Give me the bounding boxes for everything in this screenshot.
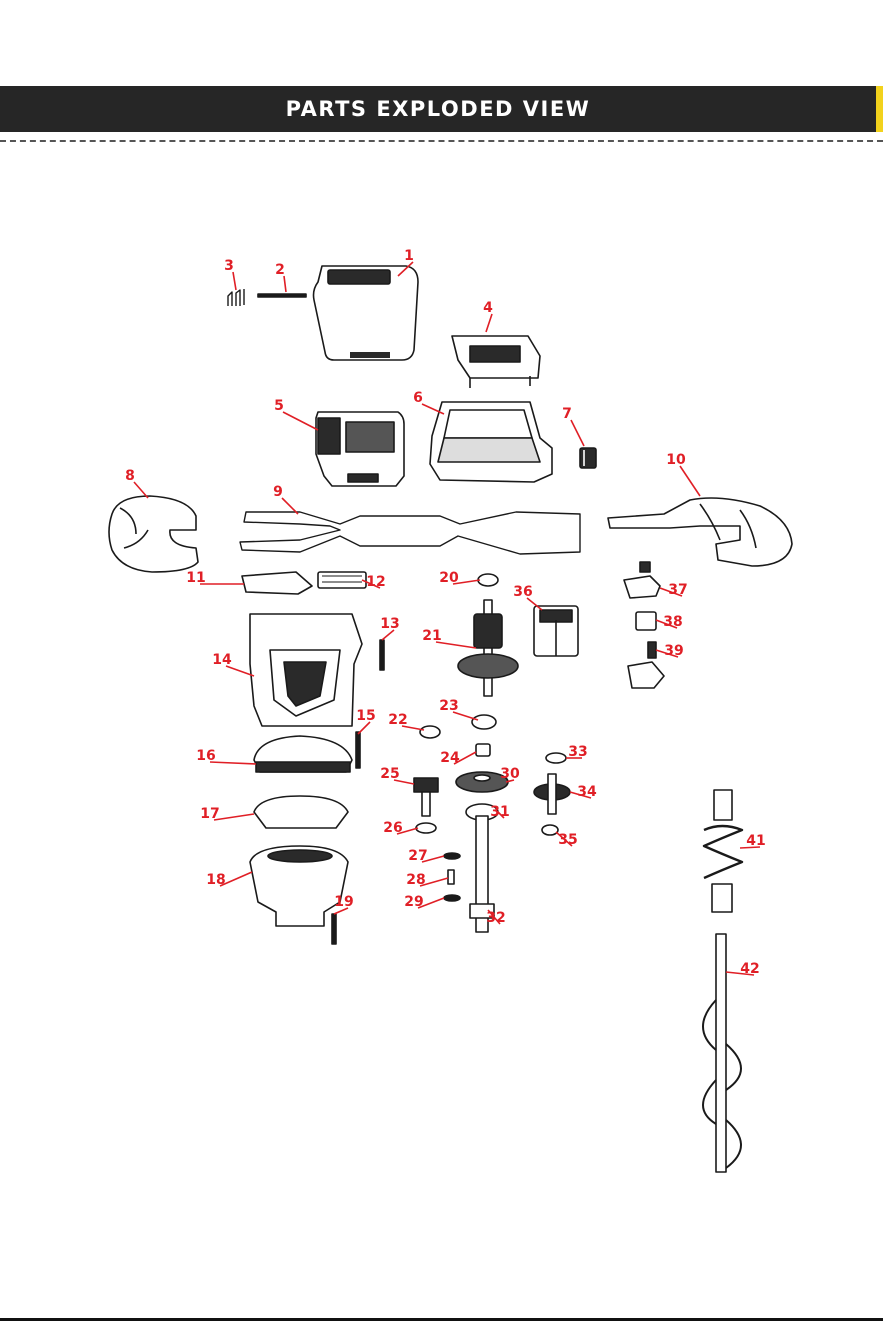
leader-line-16 <box>210 762 256 764</box>
part-label-35: 35 <box>558 832 577 848</box>
part-label-38: 38 <box>663 614 682 630</box>
part-5-battery <box>316 412 404 486</box>
part-42-auger-bit <box>703 934 741 1172</box>
part-label-23: 23 <box>439 698 458 714</box>
leader-line-8 <box>134 482 148 498</box>
part-24-bushing <box>476 744 490 756</box>
part-label-20: 20 <box>439 570 459 586</box>
leader-line-21 <box>436 642 476 648</box>
part-38-switch-cap <box>636 612 656 630</box>
part-label-18: 18 <box>206 872 225 888</box>
part-label-41: 41 <box>746 833 765 849</box>
part-9-frame-bar <box>240 512 580 554</box>
part-label-33: 33 <box>568 744 587 760</box>
part-13-screw <box>380 640 384 670</box>
part-label-37: 37 <box>668 582 687 598</box>
part-label-6: 6 <box>413 390 423 406</box>
leader-line-7 <box>571 420 584 446</box>
part-12-terminal-block <box>318 572 366 588</box>
part-label-5: 5 <box>274 398 284 414</box>
part-label-13: 13 <box>380 616 399 632</box>
part-35-bearing <box>542 825 558 835</box>
part-39-spring <box>648 642 656 658</box>
leader-line-5 <box>283 412 318 430</box>
part-label-21: 21 <box>422 628 441 644</box>
part-20-bearing <box>478 574 498 586</box>
part-label-30: 30 <box>500 766 520 782</box>
part-label-12: 12 <box>366 574 385 590</box>
part-label-11: 11 <box>186 570 205 586</box>
part-label-2: 2 <box>275 262 285 278</box>
leader-line-4 <box>486 314 492 332</box>
part-label-14: 14 <box>212 652 232 668</box>
part-27-clip <box>444 853 460 859</box>
part-label-25: 25 <box>380 766 399 782</box>
part-label-1: 1 <box>404 248 414 264</box>
part-3-spring <box>228 289 244 306</box>
part-label-28: 28 <box>406 872 425 888</box>
part-36-stator <box>534 606 578 656</box>
part-label-24: 24 <box>440 750 460 766</box>
part-label-29: 29 <box>404 894 423 910</box>
part-23-bearing <box>472 715 496 729</box>
part-label-16: 16 <box>196 748 215 764</box>
leader-line-2 <box>284 276 286 292</box>
part-21-armature-shaft <box>458 600 518 696</box>
part-2-pin <box>258 294 306 297</box>
part-label-22: 22 <box>388 712 407 728</box>
part-33-bearing <box>546 753 566 763</box>
part-label-7: 7 <box>562 406 572 422</box>
part-17-plate <box>254 796 348 828</box>
part-7-switch <box>580 448 596 468</box>
part-label-34: 34 <box>577 784 597 800</box>
part-34-gear <box>534 774 570 814</box>
part-4-latch-frame <box>452 336 540 388</box>
part-label-39: 39 <box>664 643 683 659</box>
part-label-32: 32 <box>486 910 505 926</box>
part-25-pinion-gear <box>414 778 438 816</box>
part-trigger-base <box>628 662 664 688</box>
leader-line-17 <box>214 814 254 820</box>
leader-line-3 <box>233 272 236 290</box>
part-29-clip <box>444 895 460 901</box>
part-label-19: 19 <box>334 894 353 910</box>
part-label-9: 9 <box>273 484 283 500</box>
part-label-36: 36 <box>513 584 532 600</box>
part-label-4: 4 <box>483 300 493 316</box>
part-1-top-cover <box>314 266 419 360</box>
part-label-31: 31 <box>490 804 509 820</box>
part-label-8: 8 <box>125 468 135 484</box>
part-6-housing-box <box>430 402 552 482</box>
part-8-left-grip <box>109 496 198 572</box>
part-41-auger-adapter <box>704 790 742 912</box>
part-label-42: 42 <box>740 961 759 977</box>
part-15-screw <box>356 732 360 768</box>
part-14-gear-housing <box>250 614 362 726</box>
part-11-clamp <box>242 572 312 594</box>
footer-rule <box>0 1318 883 1321</box>
part-28-key <box>448 870 454 884</box>
part-10-right-handle <box>608 498 792 566</box>
part-19-screw <box>332 914 336 944</box>
leader-line-10 <box>680 466 700 496</box>
part-37-trigger-button <box>624 562 660 598</box>
part-label-3: 3 <box>224 258 234 274</box>
part-label-15: 15 <box>356 708 375 724</box>
part-22-bearing <box>420 726 440 738</box>
part-label-27: 27 <box>408 848 427 864</box>
part-label-17: 17 <box>200 806 219 822</box>
part-26-bearing <box>416 823 436 833</box>
part-16-ring-gear-cover <box>254 736 352 772</box>
part-label-26: 26 <box>383 820 402 836</box>
part-drawings <box>109 266 792 1172</box>
part-label-10: 10 <box>666 452 686 468</box>
